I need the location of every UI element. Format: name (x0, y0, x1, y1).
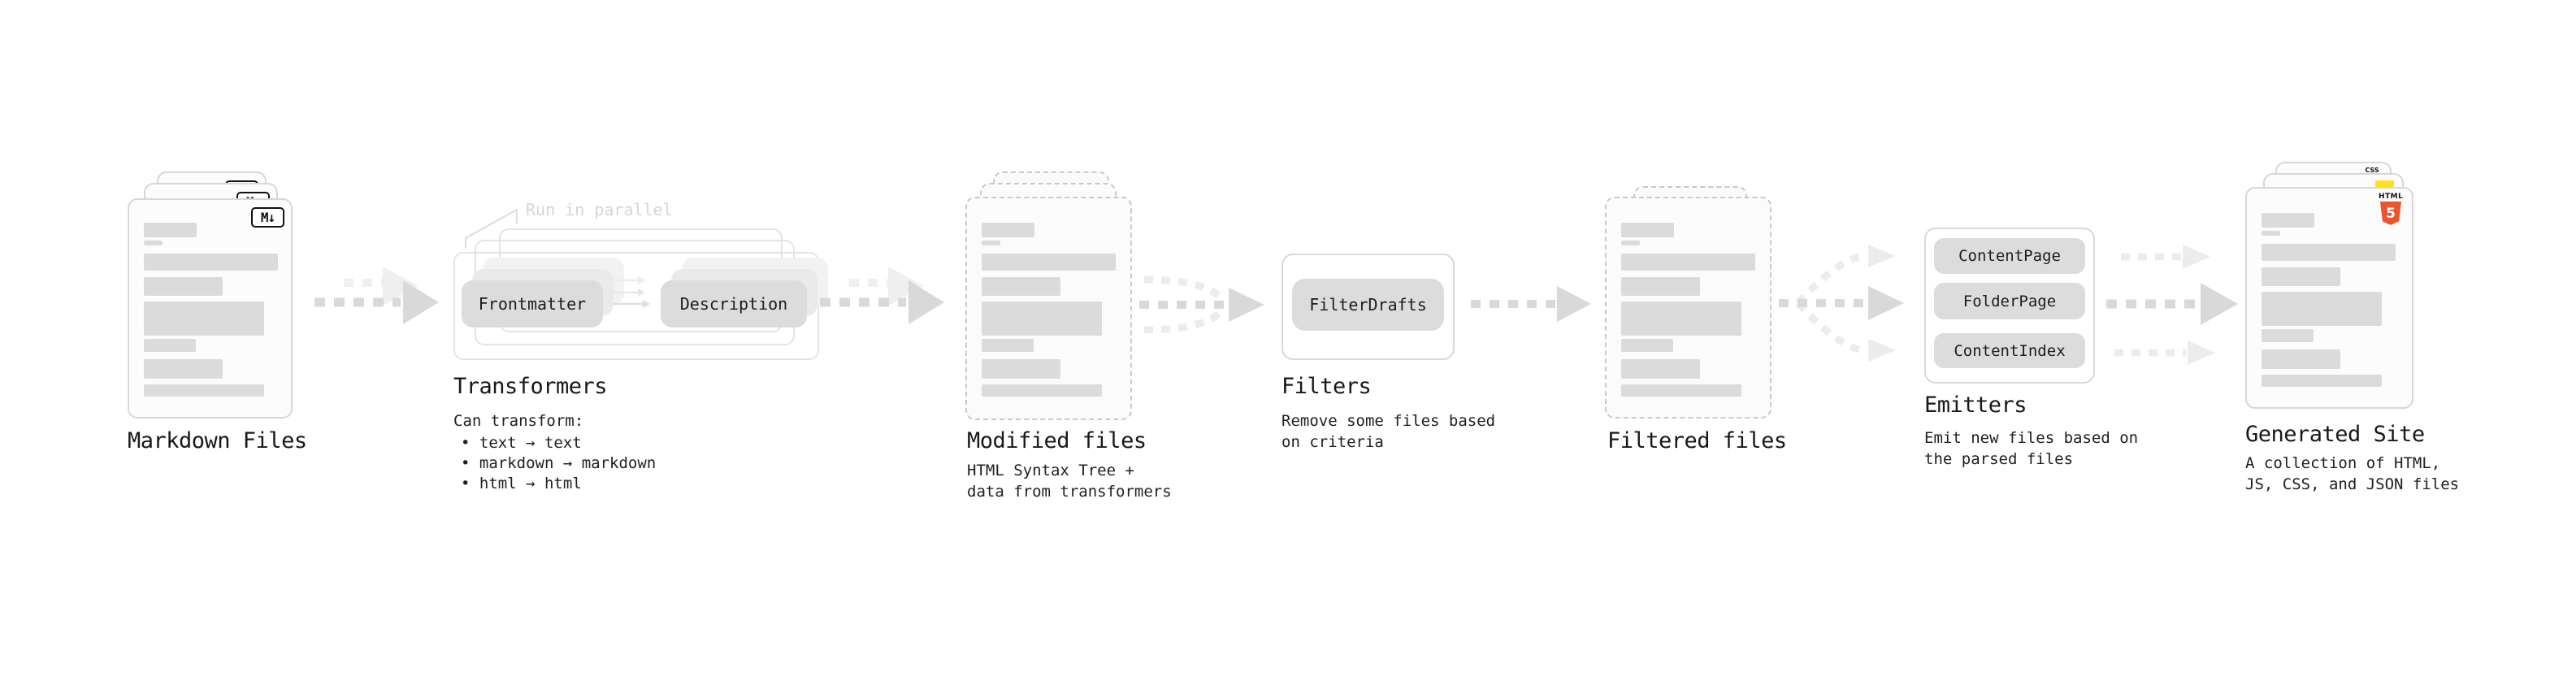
document-placeholder-lines (967, 198, 1130, 397)
parallel-flow-arrows (614, 276, 650, 308)
text-placeholder-bar (982, 339, 1034, 352)
text-placeholder-bar (1621, 339, 1673, 352)
text-placeholder-bar (982, 301, 1102, 336)
text-placeholder-bar (982, 277, 1060, 296)
list-item: • text → text (461, 434, 582, 452)
emitters-label: Emitters (1924, 393, 2027, 418)
text-placeholder-bar (2262, 292, 2382, 326)
modified-file-card-front (965, 197, 1132, 420)
callout-leader-line (465, 209, 518, 249)
arrow-transformers-to-modified (820, 267, 944, 324)
text-placeholder-bar (1621, 223, 1674, 237)
text-placeholder-bar (2262, 375, 2382, 387)
text-placeholder-bar (2262, 231, 2280, 236)
markdown-icon: M↓ (251, 207, 284, 228)
folderpage-emitter-pill: FolderPage (1934, 283, 2085, 319)
transformers-description-heading: Can transform: (453, 412, 584, 430)
arrow-modified-to-filters-merge (1139, 275, 1264, 334)
text-placeholder-bar (144, 254, 278, 271)
document-placeholder-lines (2247, 189, 2412, 387)
run-in-parallel-note: Run in parallel (526, 200, 673, 219)
arrow-markdown-to-transformers (314, 267, 439, 324)
modified-files-label: Modified files (967, 428, 1147, 453)
contentindex-emitter-pill: ContentIndex (1934, 333, 2085, 368)
text-placeholder-bar (144, 359, 223, 379)
contentpage-emitter-pill: ContentPage (1934, 238, 2085, 274)
generated-site-description: A collection of HTML, JS, CSS, and JSON … (2245, 454, 2460, 493)
modified-files-description: HTML Syntax Tree + data from transformer… (967, 462, 1172, 501)
text-placeholder-bar (1621, 384, 1741, 397)
filtered-file-card-front (1605, 197, 1772, 419)
list-item: • markdown → markdown (461, 454, 657, 472)
text-placeholder-bar (982, 223, 1034, 237)
text-placeholder-bar (2262, 349, 2340, 369)
transformer-run-box-front (453, 252, 819, 360)
emitters-description: Emit new files based on the parsed files (1924, 429, 2139, 468)
text-placeholder-bar (2262, 244, 2396, 261)
markdown-files-label: Markdown Files (128, 428, 307, 453)
text-placeholder-bar (982, 254, 1116, 271)
filters-label: Filters (1281, 374, 1372, 399)
text-placeholder-bar (1621, 359, 1700, 379)
arrow-emitters-to-site (2106, 245, 2238, 365)
text-placeholder-bar (982, 384, 1102, 397)
arrow-filtered-to-emitters-fanout (1779, 245, 1904, 362)
list-item: • html → html (461, 475, 582, 492)
text-placeholder-bar (144, 301, 264, 336)
transformers-capability-list: • text → text • markdown → markdown • ht… (461, 433, 656, 494)
text-placeholder-bar (144, 384, 264, 397)
text-placeholder-bar (1621, 277, 1700, 296)
generated-html-file-card: HTML 5 (2245, 187, 2413, 409)
text-placeholder-bar (144, 223, 197, 237)
text-placeholder-bar (2262, 267, 2340, 286)
text-placeholder-bar (982, 359, 1060, 379)
text-placeholder-bar (1621, 301, 1741, 336)
arrow-filters-to-filtered (1471, 286, 1591, 322)
description-transformer-pill: Description (661, 280, 807, 327)
text-placeholder-bar (2262, 213, 2314, 228)
transformers-label: Transformers (453, 374, 608, 399)
filters-description: Remove some files based on criteria (1281, 412, 1496, 451)
html5-icon: HTML 5 (2379, 193, 2403, 225)
filtered-files-label: Filtered files (1607, 428, 1787, 453)
text-placeholder-bar (144, 241, 163, 245)
text-placeholder-bar (144, 277, 223, 296)
filterdrafts-pill: FilterDrafts (1292, 279, 1444, 331)
text-placeholder-bar (2262, 329, 2314, 342)
text-placeholder-bar (1621, 241, 1640, 245)
text-placeholder-bar (1621, 254, 1755, 271)
document-placeholder-lines (129, 200, 291, 397)
text-placeholder-bar (982, 241, 1000, 245)
document-placeholder-lines (1607, 198, 1770, 397)
markdown-file-card-front: M↓ (128, 198, 293, 419)
frontmatter-transformer-pill: Frontmatter (462, 280, 603, 327)
generated-site-label: Generated Site (2245, 422, 2425, 447)
text-placeholder-bar (144, 339, 196, 352)
